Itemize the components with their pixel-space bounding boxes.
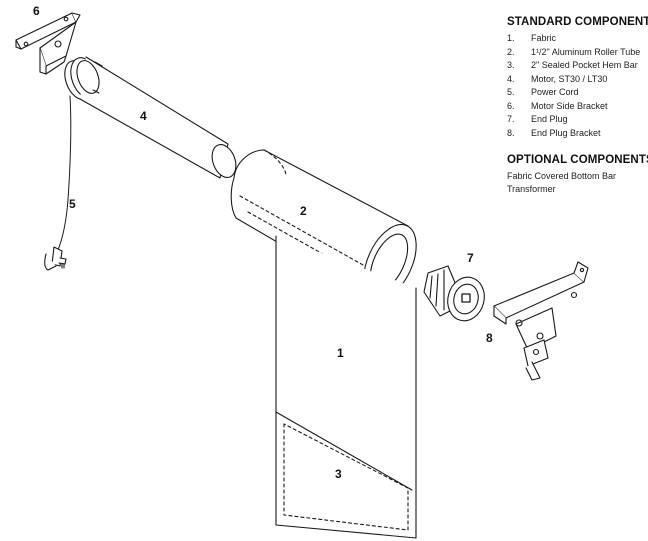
callout-6: 6 (33, 4, 40, 18)
motor-side-bracket (15, 12, 81, 75)
optional-components-heading: OPTIONAL COMPONENTS: (507, 154, 648, 166)
power-cord (44, 95, 72, 271)
callout-8: 8 (486, 331, 493, 345)
end-plug (423, 265, 485, 322)
hem-bar-pocket (275, 411, 413, 531)
optional-components-list: Fabric Covered Bottom Bar Transformer (507, 170, 616, 196)
callout-7: 7 (467, 251, 474, 265)
callout-3: 3 (335, 467, 342, 481)
callout-1: 1 (337, 346, 344, 360)
list-item: 1.Fabric (507, 33, 557, 43)
callout-2: 2 (300, 204, 307, 218)
list-item: 2.1¹/2" Aluminum Roller Tube (507, 46, 641, 57)
list-item: Fabric Covered Bottom Bar (507, 171, 617, 181)
callout-4: 4 (140, 109, 147, 123)
list-item: Transformer (507, 184, 556, 194)
list-item: 5.Power Cord (507, 87, 579, 97)
list-item: 3.2" Sealed Pocket Hem Bar (507, 60, 638, 70)
list-item: 4.Motor, ST30 / LT30 (507, 73, 608, 84)
end-plug-bracket (493, 261, 589, 381)
callout-5: 5 (69, 197, 76, 211)
list-item: 6.Motor Side Bracket (507, 100, 608, 111)
motor-tube (64, 56, 237, 179)
list-item: 8.End Plug Bracket (507, 127, 601, 138)
fabric-panel (275, 235, 417, 539)
list-item: 7.End Plug (507, 114, 568, 124)
standard-components-list: 1.Fabric 2.1¹/2" Aluminum Roller Tube 3.… (507, 32, 640, 140)
standard-components-heading: STANDARD COMPONENTS: (507, 16, 648, 28)
